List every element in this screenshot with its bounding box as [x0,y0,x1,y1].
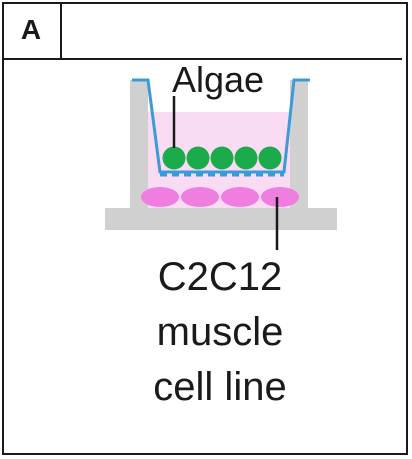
muscle-cell [141,187,179,207]
well-wall-left [130,80,148,208]
algae-label: Algae [172,59,264,100]
cell-line-label-line3: cell line [153,365,286,409]
cell-line-label-line1: C2C12 [158,255,283,299]
well-wall-right [290,80,308,208]
muscle-cell [181,187,219,207]
header-divider [60,58,402,60]
panel-header: A [2,2,408,62]
panel-label: A [2,2,62,60]
algae-cell [162,146,186,170]
cell-line-label-line2: muscle [157,310,284,354]
well-base [105,208,337,230]
muscle-cell [261,187,299,207]
algae-cell [258,146,282,170]
algae-cell [210,146,234,170]
insert-outline [132,78,310,174]
algae-cell [234,146,258,170]
muscle-cell [221,187,259,207]
panel-frame [2,2,408,455]
algae-cell [186,146,210,170]
